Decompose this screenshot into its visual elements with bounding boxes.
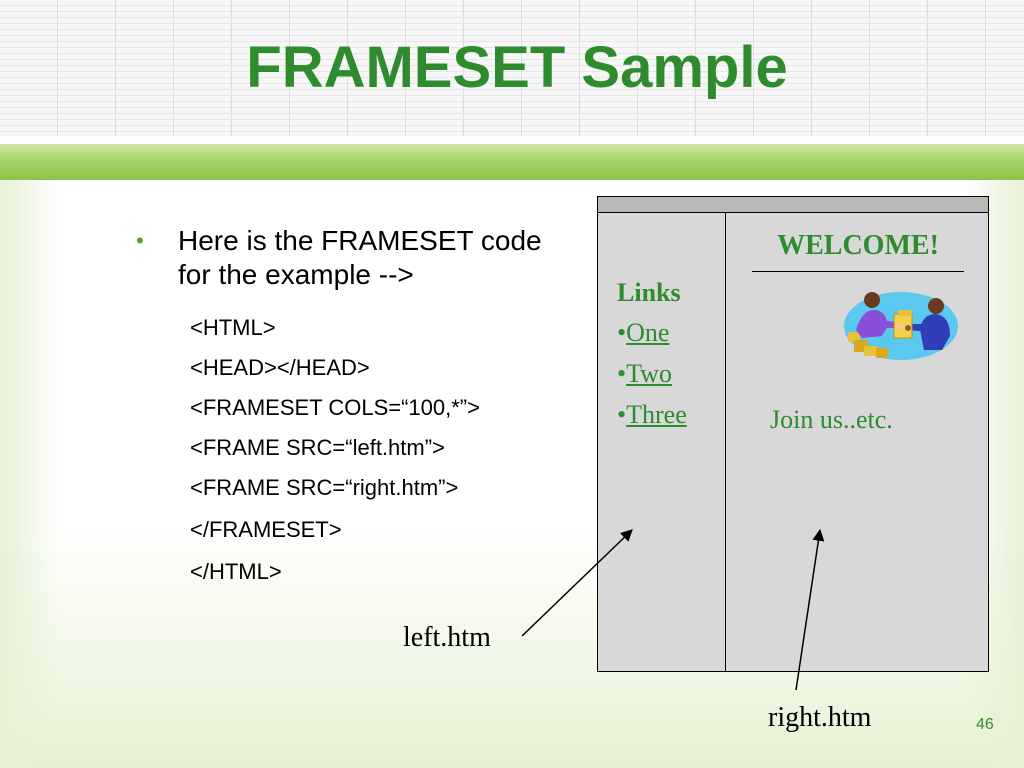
link-bullet: • (617, 400, 627, 429)
page-number: 46 (976, 716, 994, 733)
join-text: Join us..etc. (770, 405, 893, 434)
code-line: </HTML> (190, 559, 282, 584)
links-heading: Links (617, 278, 681, 307)
business-handshake-clipart-icon (844, 292, 958, 360)
welcome-underline (752, 271, 964, 272)
left-frame-label: left.htm (403, 622, 491, 653)
main-bullet-text: Here is the FRAMESET code for the exampl… (178, 225, 542, 290)
code-line: <HEAD></HEAD> (190, 355, 370, 380)
bullet-dot-icon: • (136, 228, 144, 253)
code-line: <HTML> (190, 315, 276, 340)
link-two[interactable]: Two (626, 359, 672, 388)
welcome-heading: WELCOME! (777, 230, 939, 261)
code-line: <FRAME SRC=“left.htm”> (190, 435, 445, 460)
link-bullet: • (617, 359, 627, 388)
header-band-green (0, 144, 1024, 180)
header-band-white (0, 136, 1024, 144)
right-frame-label: right.htm (768, 702, 872, 733)
background-edge-left (0, 180, 60, 768)
link-item-three[interactable]: •Three (617, 400, 687, 430)
code-line: <FRAMESET COLS=“100,*”> (190, 395, 480, 420)
link-three[interactable]: Three (626, 400, 687, 429)
frameset-titlebar (598, 197, 988, 213)
header-grid-background (0, 0, 1024, 136)
main-bullet: • Here is the FRAMESET code for the exam… (136, 224, 580, 292)
slide-title: FRAMESET Sample (246, 35, 788, 100)
code-line: <FRAME SRC=“right.htm”> (190, 475, 459, 500)
link-item-two[interactable]: •Two (617, 359, 672, 389)
link-one[interactable]: One (626, 318, 670, 347)
link-bullet: • (617, 318, 627, 347)
link-item-one[interactable]: •One (617, 318, 669, 348)
code-line: </FRAMESET> (190, 517, 342, 542)
frameset-window (597, 196, 989, 672)
frame-divider (725, 213, 726, 671)
